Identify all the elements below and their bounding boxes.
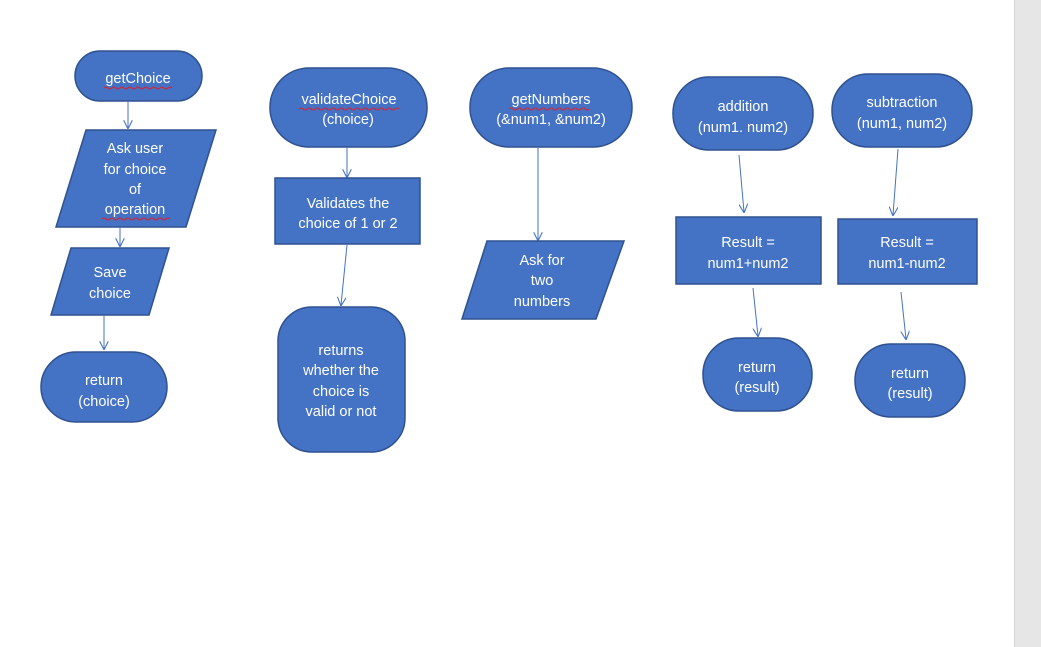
subtraction-start-line-2: (num1, num2) [857,116,947,132]
addition-process-line-2: num1+num2 [707,256,788,272]
validatechoice-process-line-1: Validates the [307,196,390,212]
addition-process-line-1: Result = [721,235,775,251]
getchoice-input-parallelogram[interactable] [54,129,218,228]
addition-start-line-2: (num1. num2) [698,120,788,136]
getnumbers-start-line-2: (&num1, &num2) [496,112,606,128]
validatechoice-process-box[interactable] [274,177,421,245]
subtraction-end-line-2: (result) [887,386,932,402]
getnumbers-input-parallelogram[interactable] [460,240,626,320]
validatechoice-process-line-2: choice of 1 or 2 [298,216,397,232]
getchoice-input-line-2: for choice [104,162,167,178]
getchoice-end-line-2: (choice) [78,394,130,410]
getchoice-input-line-1: Ask user [107,141,164,157]
addition-start-line-1: addition [718,99,769,115]
subtraction-end-terminator[interactable] [854,343,966,418]
addition-end-line-1: return [738,360,776,376]
getchoice-flow: getChoice Ask user for choice of operati… [40,50,218,423]
addition-flow: addition (num1. num2) Result = num1+num2… [672,76,822,412]
getnumbers-input-line-3: numbers [514,294,570,310]
getchoice-input-line-3: of [129,182,142,198]
getchoice-save-parallelogram[interactable] [49,247,171,316]
getchoice-end-terminator[interactable] [40,351,168,423]
validatechoice-start-line-2: (choice) [322,112,374,128]
getchoice-start-terminator[interactable] [74,50,203,102]
validatechoice-start-terminator[interactable] [269,67,428,148]
spellcheck-underline [101,217,171,221]
connector-arrow [738,154,744,212]
validatechoice-end-line-1: returns [318,343,363,359]
connector-arrow [341,244,348,305]
connector-arrow [900,291,906,339]
vertical-scrollbar[interactable] [1014,0,1041,647]
getchoice-end-line-1: return [85,373,123,389]
connector-arrow [893,148,899,215]
subtraction-start-terminator[interactable] [831,73,973,148]
spellcheck-underline [508,107,590,111]
spellcheck-underline [103,86,173,90]
getnumbers-flow: getNumbers (&num1, &num2) Ask for two nu… [460,67,633,320]
getchoice-save-line-1: Save [93,265,126,281]
getnumbers-input-line-2: two [531,273,554,289]
subtraction-end-line-1: return [891,366,929,382]
validatechoice-end-terminator[interactable] [277,306,406,453]
subtraction-process-line-1: Result = [880,235,934,251]
subtraction-start-line-1: subtraction [867,95,938,111]
addition-end-line-2: (result) [734,380,779,396]
addition-end-terminator[interactable] [702,337,813,412]
validatechoice-end-line-3: choice is [313,384,369,400]
getnumbers-start-line-1: getNumbers [512,92,591,108]
addition-process-box[interactable] [675,216,822,285]
getchoice-save-line-2: choice [89,286,131,302]
getchoice-input-line-4: operation [105,202,165,218]
validatechoice-end-line-2: whether the [302,363,379,379]
addition-start-terminator[interactable] [672,76,814,151]
getchoice-start-label: getChoice [105,71,170,87]
validatechoice-end-line-4: valid or not [306,404,377,420]
connector-arrow [752,287,758,336]
spellcheck-underline [298,107,400,111]
validatechoice-start-line-1: validateChoice [301,92,396,108]
subtraction-process-line-2: num1-num2 [868,256,945,272]
subtraction-process-box[interactable] [837,218,978,285]
subtraction-flow: subtraction (num1, num2) Result = num1-n… [831,73,978,418]
getnumbers-input-line-1: Ask for [519,253,564,269]
validatechoice-flow: validateChoice (choice) Validates the ch… [269,67,428,453]
